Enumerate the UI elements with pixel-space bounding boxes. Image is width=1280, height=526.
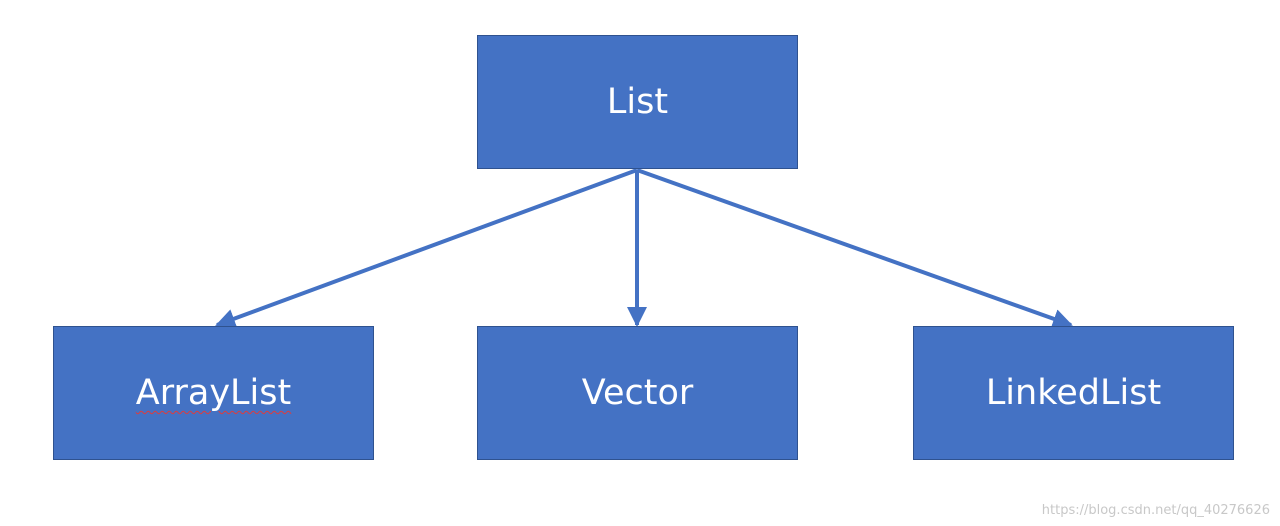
node-label-linkedlist: LinkedList [985, 373, 1162, 413]
node-list: List [477, 35, 798, 169]
node-arraylist: ArrayList [53, 326, 374, 460]
arrow-list-to-arraylist [215, 168, 638, 329]
node-label-vector: Vector [581, 373, 694, 413]
node-vector: Vector [477, 326, 798, 460]
node-label-list: List [606, 82, 669, 122]
node-label-arraylist: ArrayList [135, 373, 292, 413]
arrow-list-to-linkedlist [636, 168, 1073, 329]
node-linkedlist: LinkedList [913, 326, 1234, 460]
watermark-text: https://blog.csdn.net/qq_40276626 [1041, 503, 1270, 518]
